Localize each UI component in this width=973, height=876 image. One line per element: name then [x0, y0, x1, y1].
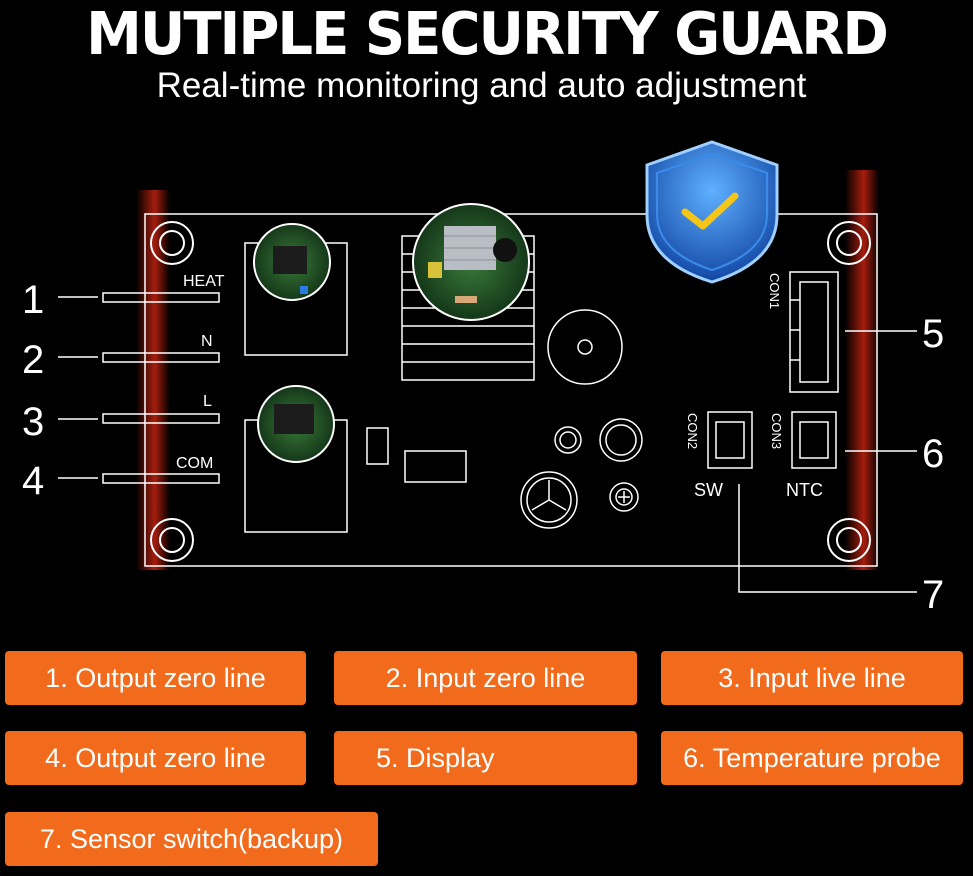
callout-5: 5 — [922, 312, 945, 356]
pin-label-l: L — [203, 393, 212, 410]
callout-6: 6 — [922, 432, 945, 476]
pin-label-heat: HEAT — [183, 273, 225, 290]
shield-icon — [645, 140, 779, 284]
legend-item-3: 3. Input live line — [661, 651, 963, 705]
page-subtitle: Real-time monitoring and auto adjustment — [156, 66, 807, 105]
port-label-sw: SW — [694, 480, 723, 500]
legend-item-6: 6. Temperature probe — [661, 731, 963, 785]
left-glow — [136, 190, 170, 570]
callout-1: 1 — [22, 278, 45, 322]
legend-item-7: 7. Sensor switch(backup) — [5, 812, 378, 866]
callout-lines-right — [738, 330, 917, 593]
con1-label: CON1 — [767, 273, 782, 310]
con1-connector — [789, 271, 839, 393]
small-components — [366, 418, 643, 529]
buzzer — [547, 309, 623, 385]
board-outline — [144, 213, 878, 567]
callout-7: 7 — [922, 573, 945, 617]
port-label-ntc: NTC — [786, 480, 823, 500]
relay-photo-inset-top — [253, 223, 331, 301]
con2-label: CON2 — [685, 413, 700, 450]
callout-4: 4 — [22, 459, 45, 503]
pin-terminals — [102, 292, 220, 484]
right-glow — [845, 170, 879, 570]
relay-photo-inset-bottom — [257, 385, 335, 463]
con2-con3-connectors — [707, 411, 837, 469]
pin-label-n: N — [201, 333, 213, 350]
legend-item-1: 1. Output zero line — [5, 651, 306, 705]
callout-2: 2 — [22, 338, 45, 382]
callout-lines-left — [58, 296, 98, 479]
legend-item-5: 5. Display — [334, 731, 637, 785]
legend-item-2: 2. Input zero line — [334, 651, 637, 705]
callout-3: 3 — [22, 400, 45, 444]
page-title: MUTIPLE SECURITY GUARD — [86, 0, 889, 69]
regulator-photo-inset — [412, 203, 530, 321]
pin-label-com: COM — [176, 455, 214, 472]
legend-item-4: 4. Output zero line — [5, 731, 306, 785]
mounting-hole — [150, 221, 871, 562]
con3-label: CON3 — [769, 413, 784, 450]
